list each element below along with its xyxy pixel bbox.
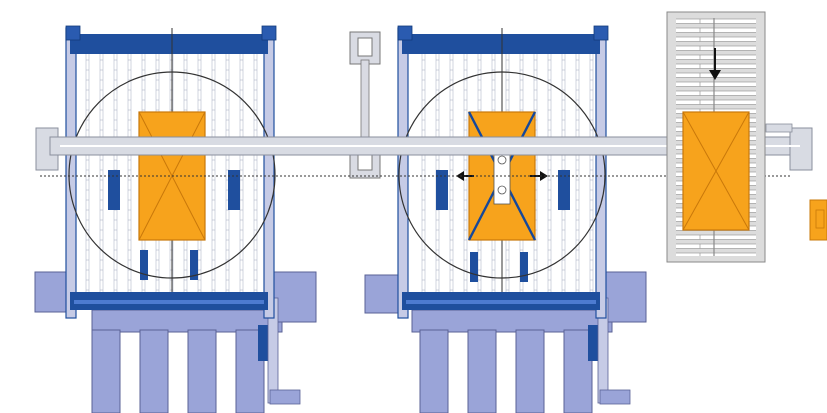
right-station [364, 25, 647, 413]
left-base [34, 271, 317, 413]
right-base [364, 271, 647, 413]
left-rotation-circle [68, 71, 276, 279]
left-frame [65, 25, 277, 319]
arrow-down-icon [709, 48, 721, 80]
center-clamp [349, 31, 381, 179]
edge-crate [809, 199, 827, 241]
beam-bracket [765, 123, 793, 133]
right-rotation-circle [398, 71, 606, 279]
left-station [34, 25, 317, 413]
right-frame [397, 25, 609, 319]
conveyor-crate [682, 111, 750, 231]
